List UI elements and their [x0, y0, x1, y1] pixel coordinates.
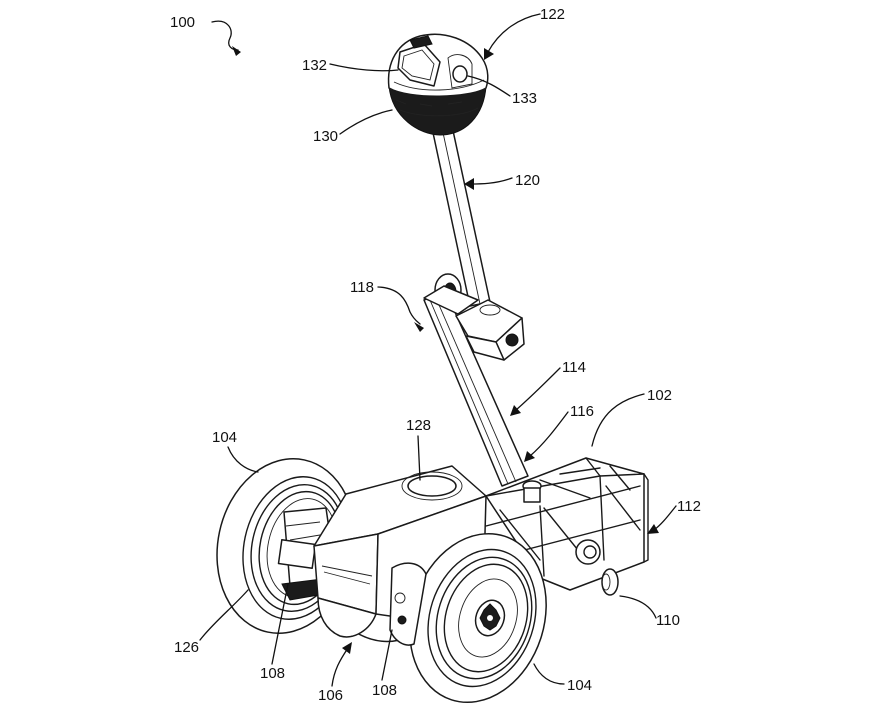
label-108-left: 108 [260, 665, 285, 682]
label-110: 110 [656, 612, 680, 629]
camera-lens [452, 65, 468, 83]
head-sphere [387, 33, 489, 136]
label-106: 106 [318, 687, 343, 704]
frame [485, 457, 649, 596]
label-100: 100 [170, 14, 195, 31]
label-128: 128 [406, 417, 431, 434]
label-120: 120 [515, 172, 540, 189]
label-122: 122 [540, 6, 565, 23]
top-opening [407, 475, 457, 497]
label-133: 133 [512, 90, 537, 107]
label-112: 112 [677, 498, 701, 515]
frame-hub [575, 539, 601, 565]
label-108-right: 108 [372, 682, 397, 699]
label-118: 118 [350, 279, 374, 296]
label-102: 102 [647, 387, 672, 404]
reference-labels: 100 122 132 133 130 120 118 114 116 102 … [170, 6, 701, 704]
right-wheel [389, 532, 547, 704]
label-126: 126 [174, 639, 199, 656]
label-130: 130 [313, 128, 338, 145]
mast-joint [423, 273, 525, 361]
label-104-left: 104 [212, 429, 237, 446]
label-116: 116 [570, 403, 594, 420]
label-114: 114 [562, 359, 586, 376]
label-104-right: 104 [567, 677, 592, 694]
leader-lines [199, 13, 677, 687]
label-132: 132 [302, 57, 327, 74]
